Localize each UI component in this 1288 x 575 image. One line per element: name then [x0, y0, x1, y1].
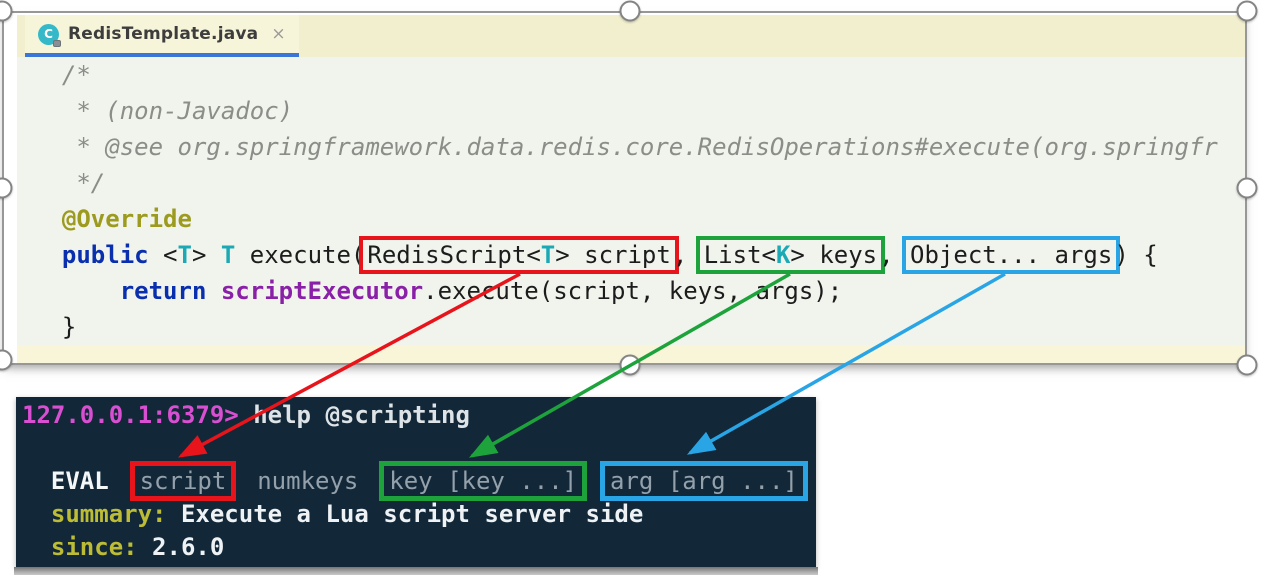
editor-tab-bar: C RedisTemplate.java × [17, 15, 1246, 57]
resize-handle-bottom-middle[interactable] [619, 354, 641, 376]
code-line: * @see org.springframework.data.redis.co… [33, 133, 1218, 161]
terminal-bottom-edge [14, 567, 818, 575]
code-editor-area: /* * (non-Javadoc) * @see org.springfram… [17, 57, 1246, 345]
code-line: return scriptExecutor.execute(script, ke… [119, 277, 843, 305]
java-class-icon: C [38, 23, 61, 47]
terminal-line: since: 2.6.0 [50, 533, 225, 561]
eval-key-highlight-box: key [key ...] [379, 461, 588, 501]
redis-cli-terminal: 127.0.0.1:6379> help @scripting EVAL scr… [16, 397, 816, 567]
terminal-line: summary: Execute a Lua script server sid… [50, 500, 644, 528]
tab-redistemplate-java[interactable]: C RedisTemplate.java × [25, 15, 299, 57]
code-line: */ [33, 169, 106, 197]
param-args-highlight-box: Object... args [902, 236, 1121, 274]
code-line: /* [33, 61, 91, 89]
resize-handle-bottom-right[interactable] [1236, 354, 1258, 376]
eval-arg-highlight-box: arg [arg ...] [600, 461, 808, 501]
code-line: public <T> T execute(RedisScript<T> scri… [33, 236, 1246, 274]
eval-script-highlight-box: script [129, 461, 237, 501]
code-line: } [33, 313, 77, 341]
resize-handle-top-right[interactable] [1236, 0, 1258, 22]
param-script-highlight-box: RedisScript<T> script [359, 236, 679, 274]
code-line: * (non-Javadoc) [33, 97, 294, 125]
tab-close-icon[interactable]: × [271, 24, 286, 44]
readonly-lock-icon [53, 39, 61, 47]
tab-label: RedisTemplate.java [68, 24, 259, 44]
terminal-line: 127.0.0.1:6379> help @scripting [22, 401, 470, 429]
param-keys-highlight-box: List<K> keys [695, 236, 886, 274]
code-line: @Override [61, 205, 192, 233]
resize-handle-top-middle[interactable] [619, 0, 641, 22]
ide-screenshot-image[interactable]: C RedisTemplate.java × /* * (non-Javadoc… [3, 12, 1246, 364]
resize-handle-middle-right[interactable] [1236, 177, 1258, 199]
terminal-line: EVAL script numkeys key [key ...] arg [a… [22, 461, 816, 501]
